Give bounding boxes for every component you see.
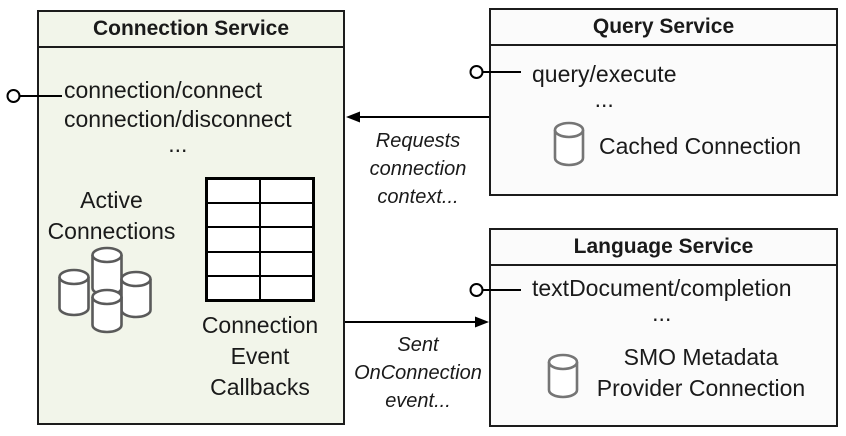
query-methods-ellipsis: ... [594, 86, 614, 112]
table-cell [260, 227, 313, 252]
connection-event-callbacks-label: Connection Event Callbacks [190, 310, 330, 403]
callbacks-table [205, 177, 315, 302]
language-service-methods: textDocument/completion ... [532, 274, 792, 326]
method-textdocument-completion: textDocument/completion [532, 275, 792, 301]
table-cell [207, 203, 260, 228]
table-cell [260, 179, 313, 204]
table-cell [207, 179, 260, 204]
connection-service-methods: connection/connect connection/disconnect… [64, 76, 292, 157]
callbacks-line3: Callbacks [210, 374, 310, 400]
requests-label-line3: context... [377, 186, 459, 208]
method-connection-connect: connection/connect [64, 77, 263, 103]
sent-label-line1: Sent [397, 334, 439, 356]
query-service-title: Query Service [491, 10, 836, 46]
language-service-box: Language Service textDocument/completion… [489, 228, 838, 427]
table-cell [260, 275, 313, 300]
active-connections-label: Active Connections [39, 185, 184, 247]
method-query-execute: query/execute [532, 61, 677, 87]
callbacks-line1: Connection [201, 312, 319, 338]
table-cell [207, 275, 260, 300]
query-service-box: Query Service query/execute ... Cached C… [489, 8, 838, 196]
requests-arrow-label: Requests connection context... [350, 127, 486, 211]
table-cell [207, 251, 260, 276]
connection-service-title: Connection Service [39, 12, 343, 48]
sent-label-line3: event... [385, 390, 451, 412]
cached-connection-label: Cached Connection [599, 133, 802, 159]
smo-label-line2: Provider Connection [596, 375, 806, 401]
method-connection-disconnect: connection/disconnect [64, 106, 292, 132]
requests-label-line1: Requests [375, 130, 461, 152]
sent-label-line2: OnConnection [354, 362, 482, 384]
database-icon [547, 353, 579, 399]
methods-ellipsis: ... [168, 131, 188, 157]
table-cell [207, 227, 260, 252]
smo-label-line1: SMO Metadata [623, 344, 779, 370]
language-service-title: Language Service [491, 230, 836, 266]
database-icon [553, 121, 585, 167]
sent-arrow [345, 316, 489, 328]
query-service-methods: query/execute ... [532, 60, 677, 112]
table-cell [260, 251, 313, 276]
table-cell [260, 203, 313, 228]
database-cluster-icon [58, 246, 152, 334]
sent-arrow-label: Sent OnConnection event... [344, 331, 492, 415]
active-connections-line1: Active [80, 187, 143, 213]
smo-metadata-provider-label: SMO Metadata Provider Connection [586, 342, 816, 404]
active-connections-line2: Connections [47, 218, 176, 244]
callbacks-line2: Event [230, 343, 290, 369]
language-methods-ellipsis: ... [652, 300, 672, 326]
connection-service-box: Connection Service connection/connect co… [37, 10, 345, 425]
requests-arrow [346, 111, 489, 123]
requests-label-line2: connection [369, 158, 467, 180]
